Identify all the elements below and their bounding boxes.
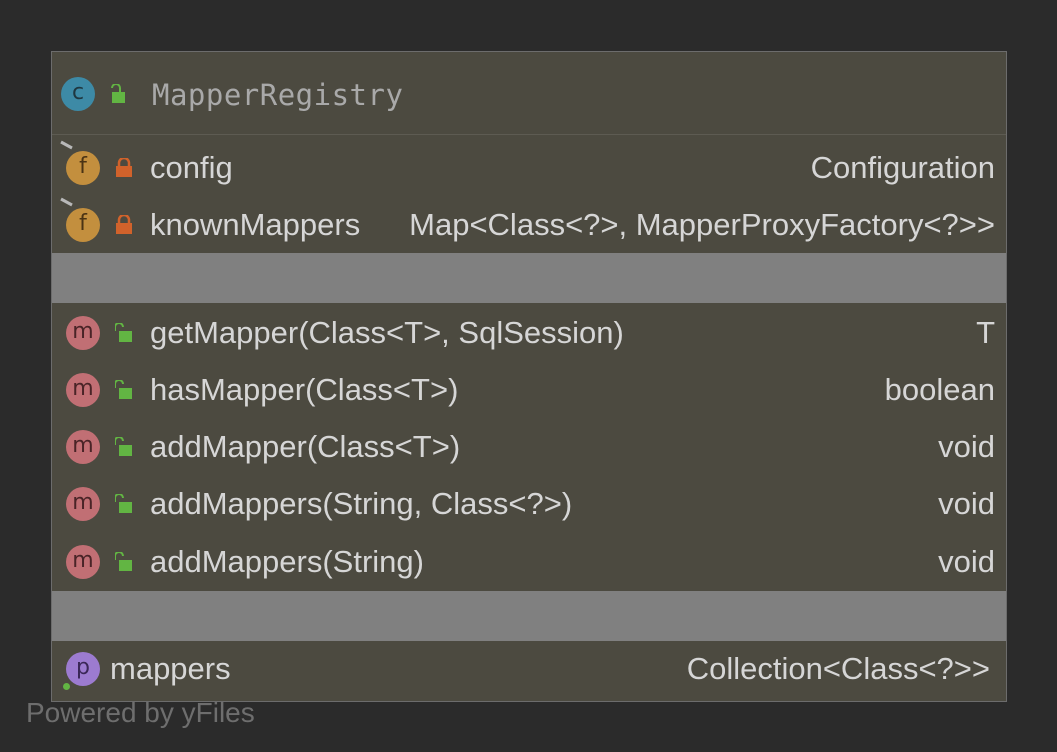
property-name: mappers [110, 651, 231, 686]
field-name: knownMappers [150, 207, 361, 242]
method-row[interactable]: m hasMapper(Class<T>) boolean [52, 362, 1006, 419]
method-name: addMappers(String, Class<?>) [150, 486, 573, 521]
property-row[interactable]: p mappers Collection<Class<?>> [52, 641, 1006, 698]
public-lock-icon [115, 437, 132, 456]
field-row[interactable]: f config Configuration [52, 140, 1006, 197]
class-header: c MapperRegistry [52, 52, 1006, 135]
pin-icon [60, 140, 73, 150]
method-icon: m [66, 545, 100, 579]
class-node[interactable]: c MapperRegistry f config Configuration … [51, 51, 1007, 702]
property-type: Collection<Class<?>> [686, 651, 990, 686]
method-row[interactable]: m getMapper(Class<T>, SqlSession) T [52, 305, 1006, 362]
method-return-type: T [976, 315, 995, 350]
section-separator [52, 591, 1006, 641]
public-lock-icon [111, 84, 125, 103]
private-lock-icon [116, 158, 132, 177]
method-icon: m [66, 316, 100, 350]
property-icon: p [66, 652, 100, 686]
method-name: addMapper(Class<T>) [150, 429, 461, 464]
method-name: addMappers(String) [150, 544, 424, 579]
property-access-dot-icon [63, 683, 70, 690]
public-lock-icon [115, 323, 132, 342]
method-name: getMapper(Class<T>, SqlSession) [150, 315, 624, 350]
method-icon: m [66, 430, 100, 464]
field-row[interactable]: f knownMappers Map<Class<?>, MapperProxy… [52, 197, 1006, 254]
powered-by-label: Powered by yFiles [26, 697, 255, 728]
field-type: Map<Class<?>, MapperProxyFactory<?>> [409, 207, 995, 242]
public-lock-icon [115, 380, 132, 399]
section-separator [52, 253, 1006, 303]
field-icon: f [66, 151, 100, 185]
method-return-type: void [938, 486, 995, 521]
field-name: config [150, 150, 233, 185]
private-lock-icon [116, 215, 132, 234]
class-icon: c [61, 77, 95, 111]
public-lock-icon [115, 494, 132, 513]
method-icon: m [66, 487, 100, 521]
field-type: Configuration [810, 150, 995, 185]
method-return-type: void [938, 544, 995, 579]
public-lock-icon [115, 552, 132, 571]
method-name: hasMapper(Class<T>) [150, 372, 459, 407]
method-return-type: boolean [884, 372, 995, 407]
method-icon: m [66, 373, 100, 407]
method-return-type: void [938, 429, 995, 464]
pin-icon [60, 197, 73, 207]
method-row[interactable]: m addMappers(String, Class<?>) void [52, 476, 1006, 533]
method-row[interactable]: m addMapper(Class<T>) void [52, 419, 1006, 476]
class-title: MapperRegistry [152, 78, 404, 112]
method-row[interactable]: m addMappers(String) void [52, 534, 1006, 591]
field-icon: f [66, 208, 100, 242]
